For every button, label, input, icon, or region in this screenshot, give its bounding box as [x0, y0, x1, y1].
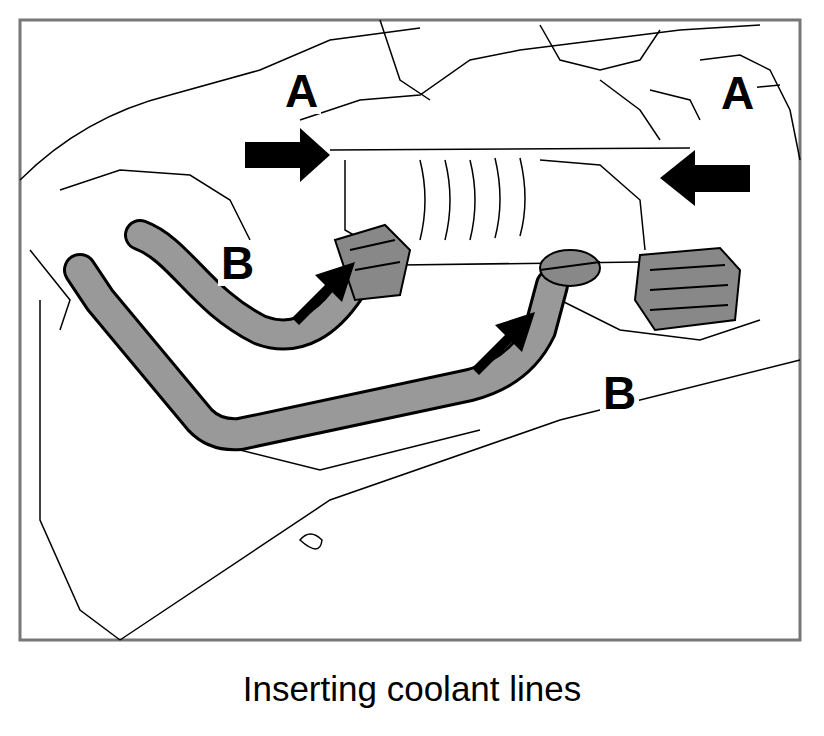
callout-letter: B	[218, 240, 257, 286]
callout-letter: A	[718, 70, 757, 116]
callout-letter: A	[282, 68, 321, 114]
arrows	[245, 128, 750, 375]
coolant-hoses	[80, 235, 552, 434]
figure-caption: Inserting coolant lines	[243, 670, 582, 709]
engine-outline	[20, 20, 800, 640]
hose-connectors	[335, 225, 740, 330]
callout-letter: B	[600, 370, 639, 416]
